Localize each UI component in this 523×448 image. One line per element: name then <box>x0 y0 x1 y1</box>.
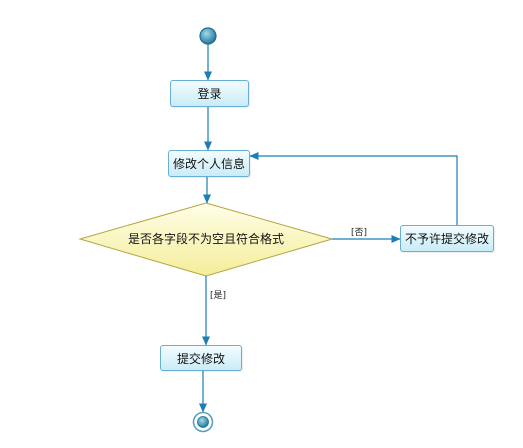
guard-label-yes: [是] <box>210 291 227 301</box>
action-reject-label: 不予许提交修改 <box>404 232 489 246</box>
initial-node <box>199 27 217 45</box>
action-submit-changes: 提交修改 <box>160 345 242 371</box>
action-login: 登录 <box>170 80 249 107</box>
action-edit-info: 修改个人信息 <box>168 150 250 177</box>
decision-label: 是否各字段不为空且符合格式 <box>127 232 284 246</box>
edge-reject-to-edit-info <box>249 152 458 225</box>
action-login-label: 登录 <box>197 87 222 101</box>
action-edit-info-label: 修改个人信息 <box>172 157 245 171</box>
action-reject-submission: 不予许提交修改 <box>400 225 494 252</box>
guard-label-no: [否] <box>351 228 368 238</box>
action-submit-label: 提交修改 <box>176 351 225 366</box>
final-node-inner-dot <box>197 416 209 428</box>
